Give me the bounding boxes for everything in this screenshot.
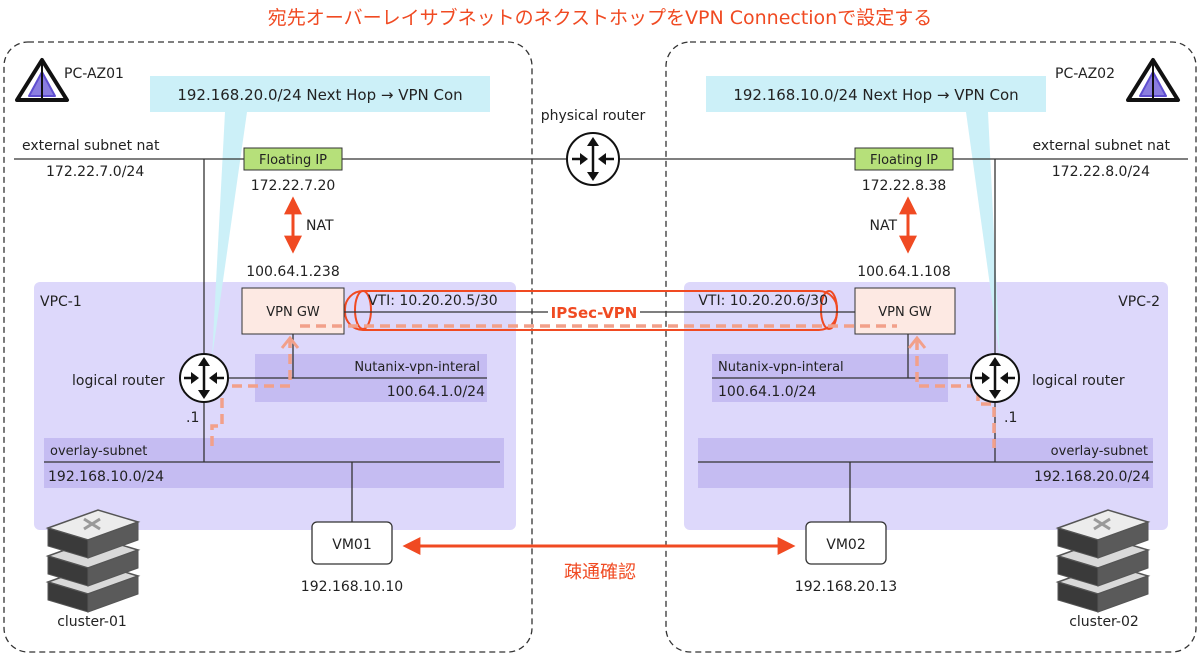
cluster-left-icon (45, 509, 141, 613)
overlay-subnet-band-right (698, 438, 1153, 488)
vti-left-label: VTI: 10.20.20.5/30 (368, 293, 498, 309)
overlay-subnet-left-cidr: 192.168.10.0/24 (48, 469, 164, 485)
floating-ip-right-addr: 172.22.8.38 (862, 178, 947, 194)
ext-subnet-right-cidr: 172.22.8.0/24 (1052, 164, 1150, 180)
vm02-label: VM02 (826, 537, 865, 553)
ipsec-tunnel-end-left (354, 290, 372, 330)
vm01-label: VM01 (332, 537, 371, 553)
internal-subnet-left-cidr: 100.64.1.0/24 (387, 384, 485, 400)
ipsec-vpn-label: IPSec-VPN (551, 304, 638, 322)
vm02-ip: 192.168.20.13 (795, 579, 897, 595)
internal-subnet-left-name: Nutanix-vpn-interal (354, 360, 480, 375)
overlay-subnet-left-name: overlay-subnet (50, 444, 147, 459)
callout-right (706, 76, 1046, 112)
vpn-gw-left-external-ip: 100.64.1.238 (246, 264, 340, 280)
vpc1-label: VPC-1 (40, 294, 82, 310)
vpc2-label: VPC-2 (1118, 294, 1160, 310)
vti-right-label: VTI: 10.20.20.6/30 (698, 293, 828, 309)
floating-ip-left-label: Floating IP (259, 153, 327, 168)
ext-subnet-right-label: external subnet nat (1033, 138, 1171, 154)
vpn-gw-right-label: VPN GW (878, 305, 932, 320)
traffic-path-arrow-left (280, 335, 300, 349)
logical-router-left-label: logical router (72, 373, 165, 389)
overlay-subnet-band-left (44, 438, 504, 488)
overlay-subnet-right-cidr: 192.168.20.0/24 (1034, 469, 1150, 485)
vm01-box (311, 521, 393, 565)
vpn-gw-left (241, 287, 345, 335)
logical-router-left-icon (179, 353, 229, 403)
logical-router-right-label: logical router (1032, 373, 1125, 389)
physical-router-icon (566, 132, 620, 186)
nat-left-label: NAT (306, 218, 334, 234)
ping-label: 疎通確認 (564, 562, 636, 583)
ext-subnet-left-label: external subnet nat (22, 138, 160, 154)
vm02-box (805, 521, 887, 565)
az01-boundary (3, 41, 533, 653)
cluster-01-label: cluster-01 (57, 614, 127, 630)
vm01-ip: 192.168.10.10 (301, 579, 403, 595)
vpn-gw-left-label: VPN GW (266, 305, 320, 320)
vpn-gw-right (854, 287, 956, 335)
floating-ip-right (854, 147, 954, 171)
pc-az01-label: PC-AZ01 (64, 66, 124, 82)
callout-beam-right (966, 112, 1000, 358)
az02-boundary (665, 41, 1197, 653)
logical-router-right-icon (970, 353, 1020, 403)
logical-router-left-ip: .1 (186, 410, 199, 426)
internal-subnet-right-cidr: 100.64.1.0/24 (718, 384, 816, 400)
nat-right-label: NAT (869, 218, 897, 234)
prism-central-logo-right (1126, 58, 1180, 102)
internal-subnet-right-name: Nutanix-vpn-interal (718, 360, 844, 375)
physical-router-label: physical router (541, 108, 646, 124)
cluster-right-icon (1055, 509, 1151, 613)
traffic-path-arrow-right (907, 335, 927, 349)
floating-ip-left-addr: 172.22.7.20 (251, 178, 336, 194)
floating-ip-right-label: Floating IP (870, 153, 938, 168)
callout-right-text: 192.168.10.0/24 Next Hop → VPN Con (733, 86, 1018, 104)
diagram-title: 宛先オーバーレイサブネットのネクストホップをVPN Connectionで設定す… (268, 6, 932, 29)
pc-az02-label: PC-AZ02 (1055, 66, 1115, 82)
ext-subnet-left-cidr: 172.22.7.0/24 (46, 164, 144, 180)
floating-ip-left (243, 147, 343, 171)
vpn-gw-right-external-ip: 100.64.1.108 (857, 264, 951, 280)
cluster-02-label: cluster-02 (1069, 614, 1139, 630)
callout-left-text: 192.168.20.0/24 Next Hop → VPN Con (177, 86, 462, 104)
logical-router-right-ip: .1 (1004, 410, 1017, 426)
overlay-subnet-right-name: overlay-subnet (1051, 444, 1148, 459)
callout-beam-left (212, 112, 247, 358)
prism-central-logo-left (15, 58, 69, 102)
ipsec-tunnel-end-right (820, 290, 838, 330)
callout-left (150, 76, 490, 112)
